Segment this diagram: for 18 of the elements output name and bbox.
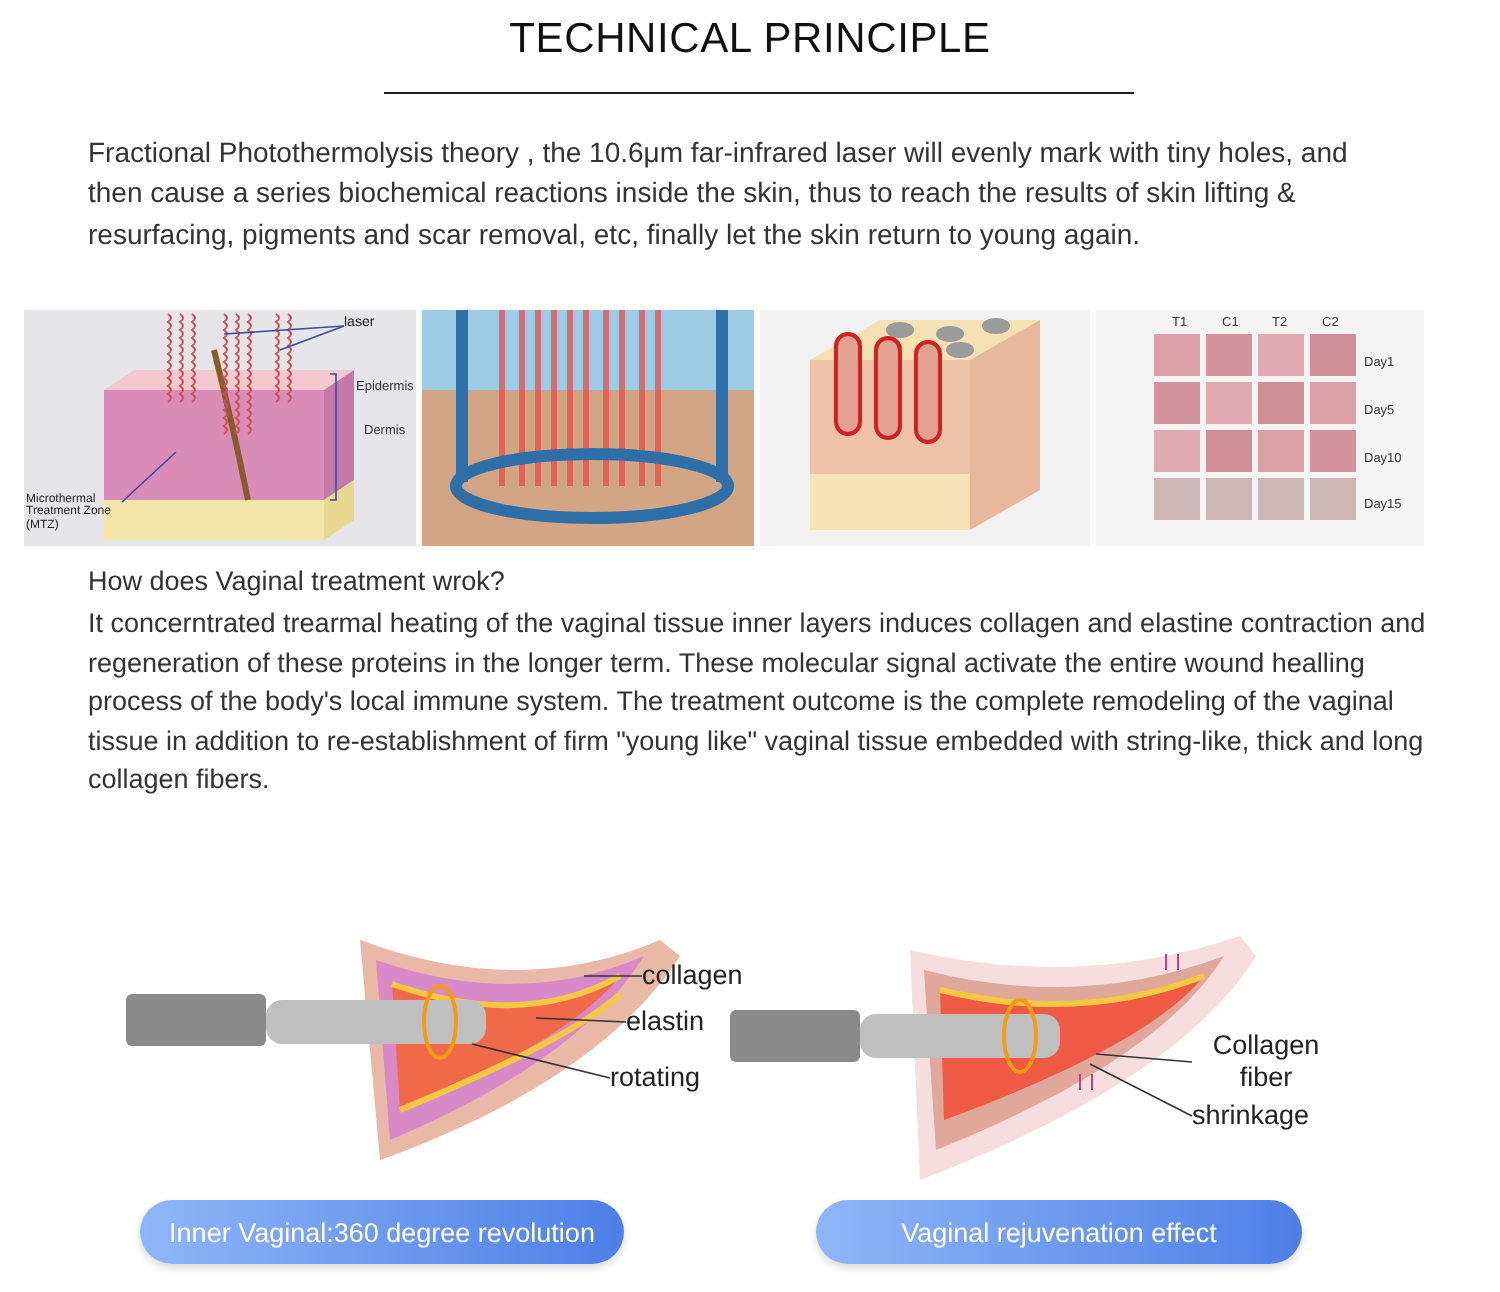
leader-line — [223, 325, 345, 335]
part-label: elastin — [626, 1006, 726, 1038]
part-label: Collagen fiber — [1192, 1030, 1340, 1093]
caption-pill: Inner Vaginal:360 degree revolution — [140, 1200, 624, 1264]
leader-line — [1089, 1063, 1193, 1117]
leader-line — [279, 325, 345, 351]
part-label: rotating — [610, 1062, 730, 1094]
leader-line — [1095, 1053, 1193, 1063]
leader-line — [583, 975, 643, 977]
paragraph: It concerntrated trearmal heating of the vaginal tissue inner layers induces collagen and elastine contraction and regeneration of these proteins in the longer term. These molecular signal activate the entire wound healling process of the body's local immune system. The treatment outcome is the complete remodeling of the vaginal tissue in addition to re-establishment of firm "young like" vaginal tissue embedded with string-like, thick and long collagen fibers. — [88, 606, 1428, 799]
paragraph: How does Vaginal treatment wrok? — [88, 564, 507, 600]
caption-pill: Vaginal rejuvenation effect — [816, 1200, 1302, 1264]
leader-line — [471, 1043, 611, 1079]
page-title: TECHNICAL PRINCIPLE — [507, 16, 993, 64]
paragraph: Fractional Photothermolysis theory , the 10.6μm far-infrared laser will evenly mark with tiny holes, and then cause a series biochemical reactions inside the skin, thus to reach the results of skin lifting & resurfacing, pigments and scar removal, etc, finally let the skin return to young again. — [88, 134, 1350, 254]
part-label: collagen — [642, 960, 762, 992]
leader-line — [535, 1017, 627, 1023]
part-label: shrinkage — [1192, 1100, 1328, 1132]
